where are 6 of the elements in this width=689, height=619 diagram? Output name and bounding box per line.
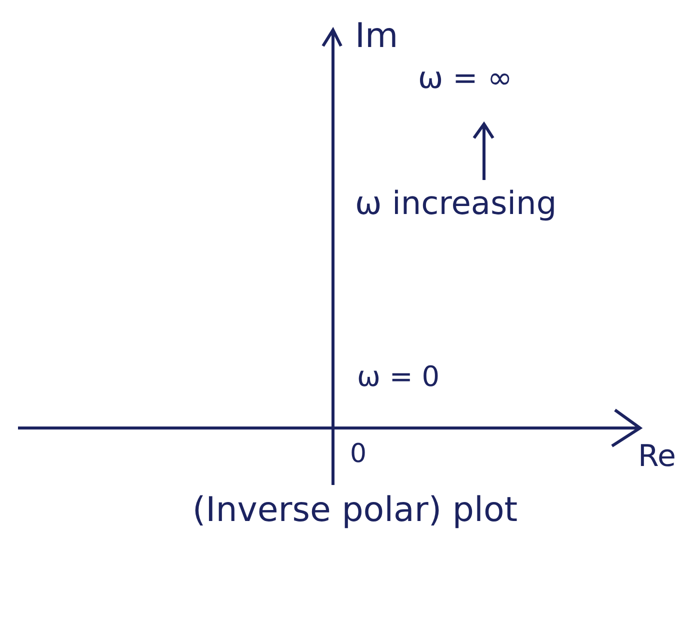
frequency-label: ω increasing [355,186,557,222]
frequency-label: ω = ∞ [418,62,512,95]
frequency-label: ω = 0 [357,362,440,393]
axis-label: Im [355,18,398,56]
axis-label: Re [638,440,676,473]
origin-label: 0 [350,440,367,469]
